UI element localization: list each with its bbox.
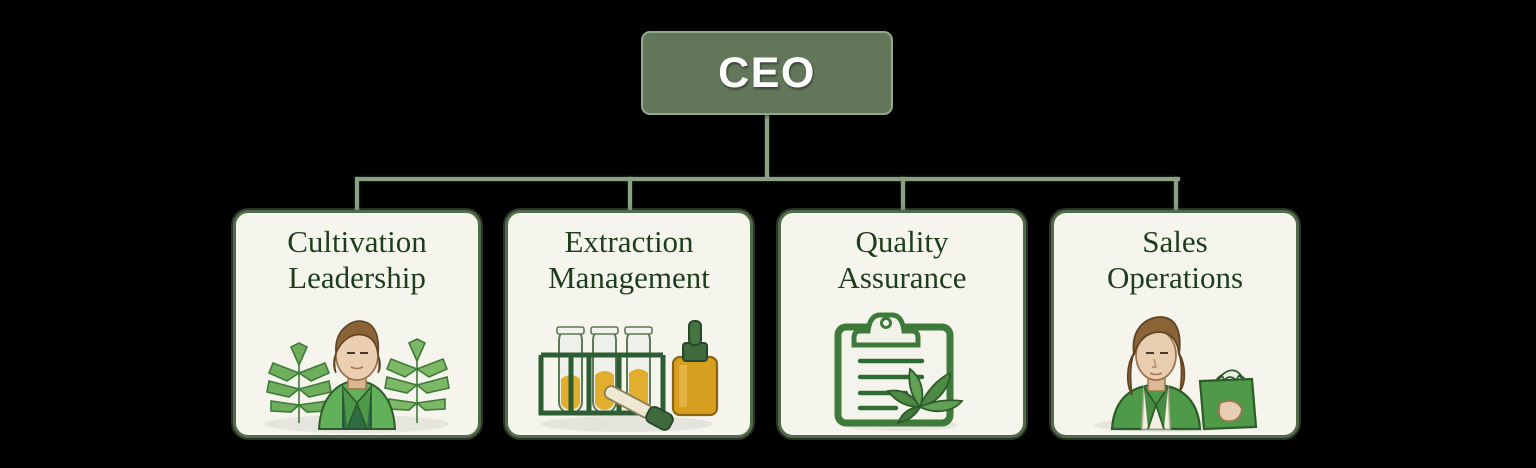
sales-person-holding-product-bag-icon [1054, 297, 1296, 435]
connector-horizontal-bus [357, 177, 1180, 181]
node-extraction-management[interactable]: Extraction Management [505, 210, 753, 438]
node-ceo-label: CEO [718, 48, 816, 97]
connector-drop-sales-operations [1174, 177, 1178, 212]
node-sales-operations[interactable]: Sales Operations [1051, 210, 1299, 438]
grower-with-cannabis-plants-icon [236, 297, 478, 435]
clipboard-with-cannabis-leaf-icon [781, 297, 1023, 435]
connector-drop-cultivation-leadership [355, 177, 359, 212]
node-cultivation-leadership-label: Cultivation Leadership [287, 224, 427, 296]
node-extraction-management-label: Extraction Management [548, 224, 710, 296]
node-quality-assurance[interactable]: Quality Assurance [778, 210, 1026, 438]
node-ceo[interactable]: CEO [641, 31, 893, 115]
node-sales-operations-label: Sales Operations [1106, 224, 1244, 296]
connector-drop-quality-assurance [901, 177, 905, 212]
connector-ceo-stem [765, 113, 769, 179]
test-tube-rack-and-dropper-bottle-icon [508, 297, 750, 435]
connector-drop-extraction-management [628, 177, 632, 212]
node-cultivation-leadership[interactable]: Cultivation Leadership [233, 210, 481, 438]
node-quality-assurance-label: Quality Assurance [837, 224, 967, 296]
